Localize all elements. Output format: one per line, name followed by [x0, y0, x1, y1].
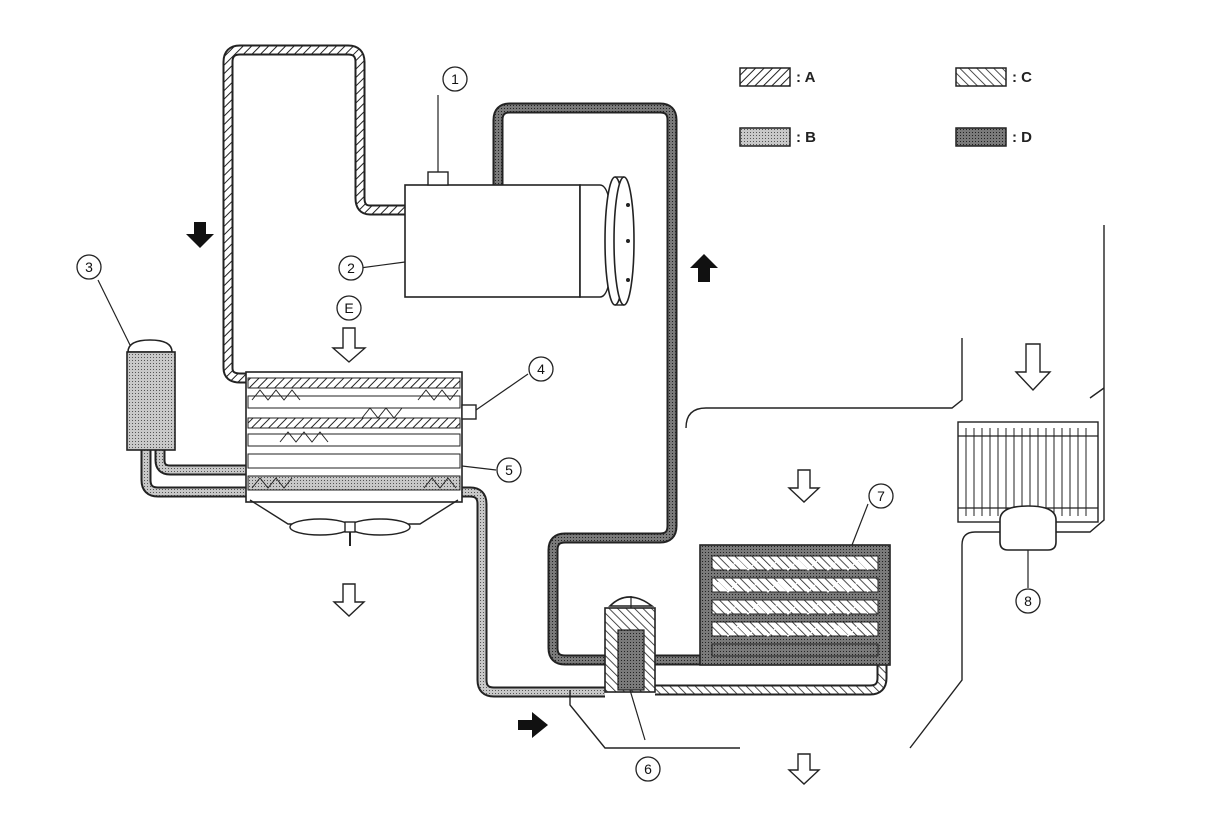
callout-6: 6 — [635, 756, 661, 782]
legend-item-a: : A — [739, 67, 816, 87]
callout-8-label: 8 — [1024, 593, 1032, 609]
legend-swatch-d — [955, 127, 1007, 147]
legend-label-c: : C — [1012, 69, 1032, 86]
legend-swatch-b — [739, 127, 791, 147]
legend-swatch-c — [955, 67, 1007, 87]
legend-item-b: : B — [739, 127, 816, 147]
legend-label-d: : D — [1012, 129, 1032, 146]
airflow-arrows — [331, 327, 1052, 785]
callout-8: 8 — [1015, 588, 1041, 614]
condenser — [245, 371, 477, 503]
expansion-valve — [604, 596, 656, 741]
callout-6-label: 6 — [644, 761, 652, 777]
callout-3-label: 3 — [85, 259, 93, 275]
callout-3: 3 — [76, 254, 102, 280]
receiver-dryer — [126, 339, 176, 451]
evaporator — [699, 544, 891, 666]
leader-lines — [97, 261, 1029, 588]
legend-item-d: : D — [955, 127, 1032, 147]
legend-label-b: : B — [796, 129, 816, 146]
callout-7: 7 — [868, 483, 894, 509]
refrigerant-pressure-sensor — [461, 404, 477, 420]
condenser-fan — [249, 499, 459, 546]
callout-e-label: E — [344, 300, 353, 316]
callout-4-label: 4 — [537, 361, 545, 377]
flow-arrow-down-left — [186, 222, 214, 248]
compressor — [404, 95, 635, 306]
legend-item-c: : C — [955, 67, 1032, 87]
callout-e: E — [336, 295, 362, 321]
callout-5: 5 — [496, 457, 522, 483]
callout-2: 2 — [338, 255, 364, 281]
flow-arrow-up-right — [690, 254, 718, 282]
legend: : A : B : C : D — [739, 67, 1032, 147]
callout-2-label: 2 — [347, 260, 355, 276]
discharge-pipe — [222, 44, 405, 384]
legend-swatch-a — [739, 67, 791, 87]
callout-5-label: 5 — [505, 462, 513, 478]
flow-arrow-right-bottom — [518, 712, 548, 738]
evaporator-inlet-pipe — [655, 665, 888, 696]
callout-7-label: 7 — [877, 488, 885, 504]
callout-1: 1 — [442, 66, 468, 92]
pressure-switch — [427, 171, 449, 186]
callout-1-label: 1 — [451, 71, 459, 87]
callout-4: 4 — [528, 356, 554, 382]
blower-motor — [957, 421, 1099, 551]
legend-label-a: : A — [796, 69, 816, 86]
